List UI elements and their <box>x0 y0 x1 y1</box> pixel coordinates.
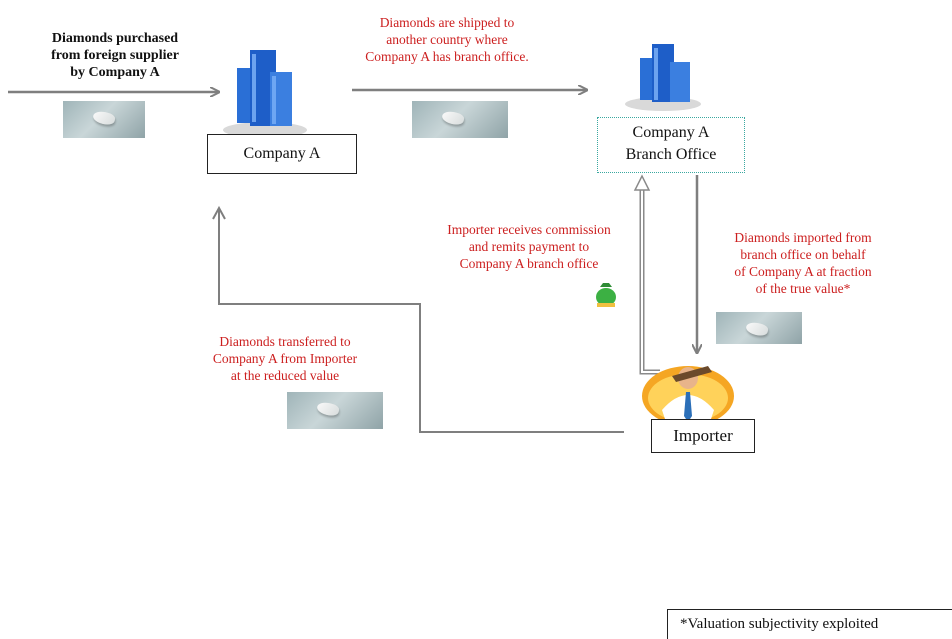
shipped-label: Diamonds are shipped to another country … <box>365 15 529 64</box>
transfer-arrow <box>218 209 624 433</box>
diamond-icon <box>63 101 145 138</box>
commission-label: Importer receives commission and remits … <box>447 222 611 271</box>
company-a-node: Company A <box>207 134 357 174</box>
purchase-label: Diamonds purchased from foreign supplier… <box>51 31 179 80</box>
diamond-icon <box>412 101 508 138</box>
footnote: *Valuation subjectivity exploited <box>667 609 952 639</box>
transferred-label: Diamonds transferred to Company A from I… <box>212 334 358 383</box>
importer-node: Importer <box>651 419 755 453</box>
branch-office-node: Company A Branch Office <box>597 117 745 173</box>
diamond-icon <box>287 392 383 429</box>
imported-label: Diamonds imported from branch office on … <box>734 230 872 296</box>
payment-arrow <box>639 188 660 375</box>
diamond-icon <box>716 312 802 344</box>
